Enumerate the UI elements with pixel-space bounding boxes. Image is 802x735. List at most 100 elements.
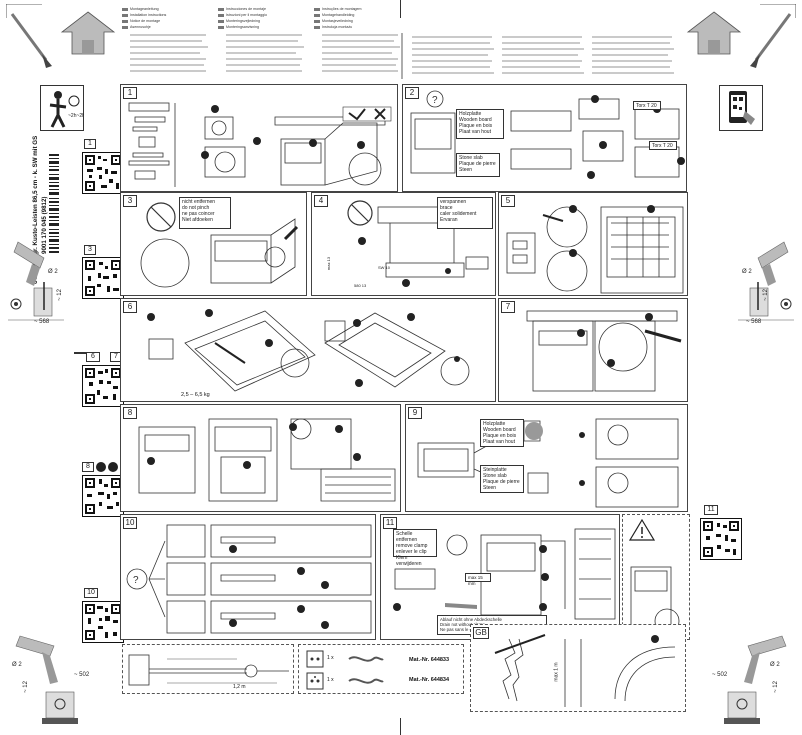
parts-overview-sketch xyxy=(128,102,392,187)
step-panel-7: 7 xyxy=(498,298,688,402)
header-line: Montageanleitung xyxy=(122,7,212,11)
qr-label: 1 xyxy=(84,139,96,149)
header-line: Asennusohje xyxy=(122,25,212,29)
qr-code-1[interactable] xyxy=(82,152,124,194)
language-strip: Montageanleitung Installation instructio… xyxy=(122,7,678,79)
step-number: 1 xyxy=(123,87,137,99)
qr-code-8[interactable] xyxy=(82,475,124,517)
qr-code-11[interactable] xyxy=(700,518,742,560)
step-number: 9 xyxy=(408,407,422,419)
step-panel-10: 10 ? xyxy=(120,514,376,640)
step-number: 2 xyxy=(405,87,419,99)
qr-code-6[interactable] xyxy=(82,365,124,407)
qr-label-row-6: 6 7 xyxy=(74,352,124,364)
qr-code-3[interactable] xyxy=(82,257,124,299)
qr-label: 10 xyxy=(84,588,98,598)
header-line: Installation instructions xyxy=(122,13,212,17)
step-number: GB xyxy=(473,627,489,639)
tools-person-icon: ~2h~2h xyxy=(40,85,84,131)
hose-length-label: 1,2 m xyxy=(233,684,246,690)
header-line: Monteringsvejledning xyxy=(218,19,308,23)
dim-distance-left: ~ 568 xyxy=(34,319,50,325)
dim-depth-right: ~ 12 xyxy=(762,289,769,301)
fold-mark-top xyxy=(400,0,401,18)
drill-icon-left xyxy=(8,241,64,321)
side-mount-sketch xyxy=(506,205,684,294)
screw-mount-sketch xyxy=(526,310,682,392)
fold-mark-bottom xyxy=(400,718,401,735)
step-number: 8 xyxy=(123,407,137,419)
door-adjust-sketch: ? xyxy=(126,524,372,634)
dim-distance-right: ~ 568 xyxy=(746,319,762,325)
dim-diameter-left: Ø 2 xyxy=(48,269,58,275)
order-number-1: Mat.-Nr. 644833 xyxy=(409,657,450,663)
step-number: 5 xyxy=(501,195,515,207)
header-line: Montasjeveiledning xyxy=(314,19,404,23)
worktop-fixing-sketch xyxy=(417,418,679,508)
warning-info-box xyxy=(622,514,690,640)
step-badge xyxy=(96,462,106,472)
qr-label-row-8: 8 xyxy=(82,462,126,474)
drill-icon-right xyxy=(738,241,794,321)
warning-triangle-icon xyxy=(629,519,655,541)
header-line: Istruzioni per il montaggio xyxy=(218,13,308,17)
step-number: 3 xyxy=(123,195,137,207)
qr-label: 6 xyxy=(86,352,100,362)
accessory-strip-hoses: 1,2 m xyxy=(122,644,294,694)
svg-text:~2h~2h: ~2h~2h xyxy=(68,113,84,119)
torx-label-2: Torx T 20 xyxy=(649,141,677,150)
step-number: 6 xyxy=(123,301,137,313)
home-corner-left-icon xyxy=(6,4,116,68)
step-number: 7 xyxy=(501,301,515,313)
step-number: 11 xyxy=(383,517,397,529)
dim-distance-bl: ~ 502 xyxy=(74,672,90,678)
hose-extension-sketch xyxy=(128,654,289,686)
step-panel-1: 1 xyxy=(120,84,398,192)
header-filler-lines xyxy=(130,33,674,79)
phone-tap-icon xyxy=(719,85,763,131)
header-line: Instrukcja montażu xyxy=(314,25,404,29)
svg-text:?: ? xyxy=(432,95,438,106)
dim-distance-br: ~ 502 xyxy=(712,672,728,678)
gb-drain-sketch xyxy=(494,634,676,707)
barcode-icon-right xyxy=(763,133,773,233)
step-badge xyxy=(108,462,118,472)
gb-panel: GB max 1 m xyxy=(470,624,686,712)
dim-depth-left: ~ 12 xyxy=(56,289,63,301)
header-line: Instruções de montagem xyxy=(314,7,404,11)
dim-diameter-right: Ø 2 xyxy=(742,269,752,275)
drill-icon-bottom-left xyxy=(15,635,78,724)
step-panel-6: 6 2,5 – 6,5 kg xyxy=(120,298,496,402)
socket-icons xyxy=(306,650,384,690)
drill-icon-bottom-right xyxy=(724,635,787,724)
header-line: Monteringsanvisning xyxy=(218,25,308,29)
dim-depth-br: ~ 12 xyxy=(772,681,779,693)
qr-label: 3 xyxy=(84,245,96,255)
qty-2: 1 x xyxy=(327,677,334,683)
qr-label: 11 xyxy=(704,505,718,515)
weight-label: 2,5 – 6,5 kg xyxy=(181,392,210,398)
accessory-strip-order: 1 x 1 x Mat.-Nr. 644833 Mat.-Nr. 644834 xyxy=(298,644,464,694)
header-line: Montagehandleiding xyxy=(314,13,404,17)
qty-1: 1 x xyxy=(327,655,334,661)
dim-diameter-br: Ø 2 xyxy=(770,662,780,668)
dim-sw-10: SW 10 xyxy=(378,265,391,270)
qr-code-10[interactable] xyxy=(82,601,124,643)
order-number-2: Mat.-Nr. 644834 xyxy=(409,677,450,683)
drain-height-label: max 15 mm xyxy=(465,573,491,586)
dim-max-13: max 13 xyxy=(326,256,332,271)
header-line: Instrucciones de montaje xyxy=(218,7,308,11)
barcode-icon xyxy=(49,154,59,253)
door-panel-sketch xyxy=(147,309,470,392)
